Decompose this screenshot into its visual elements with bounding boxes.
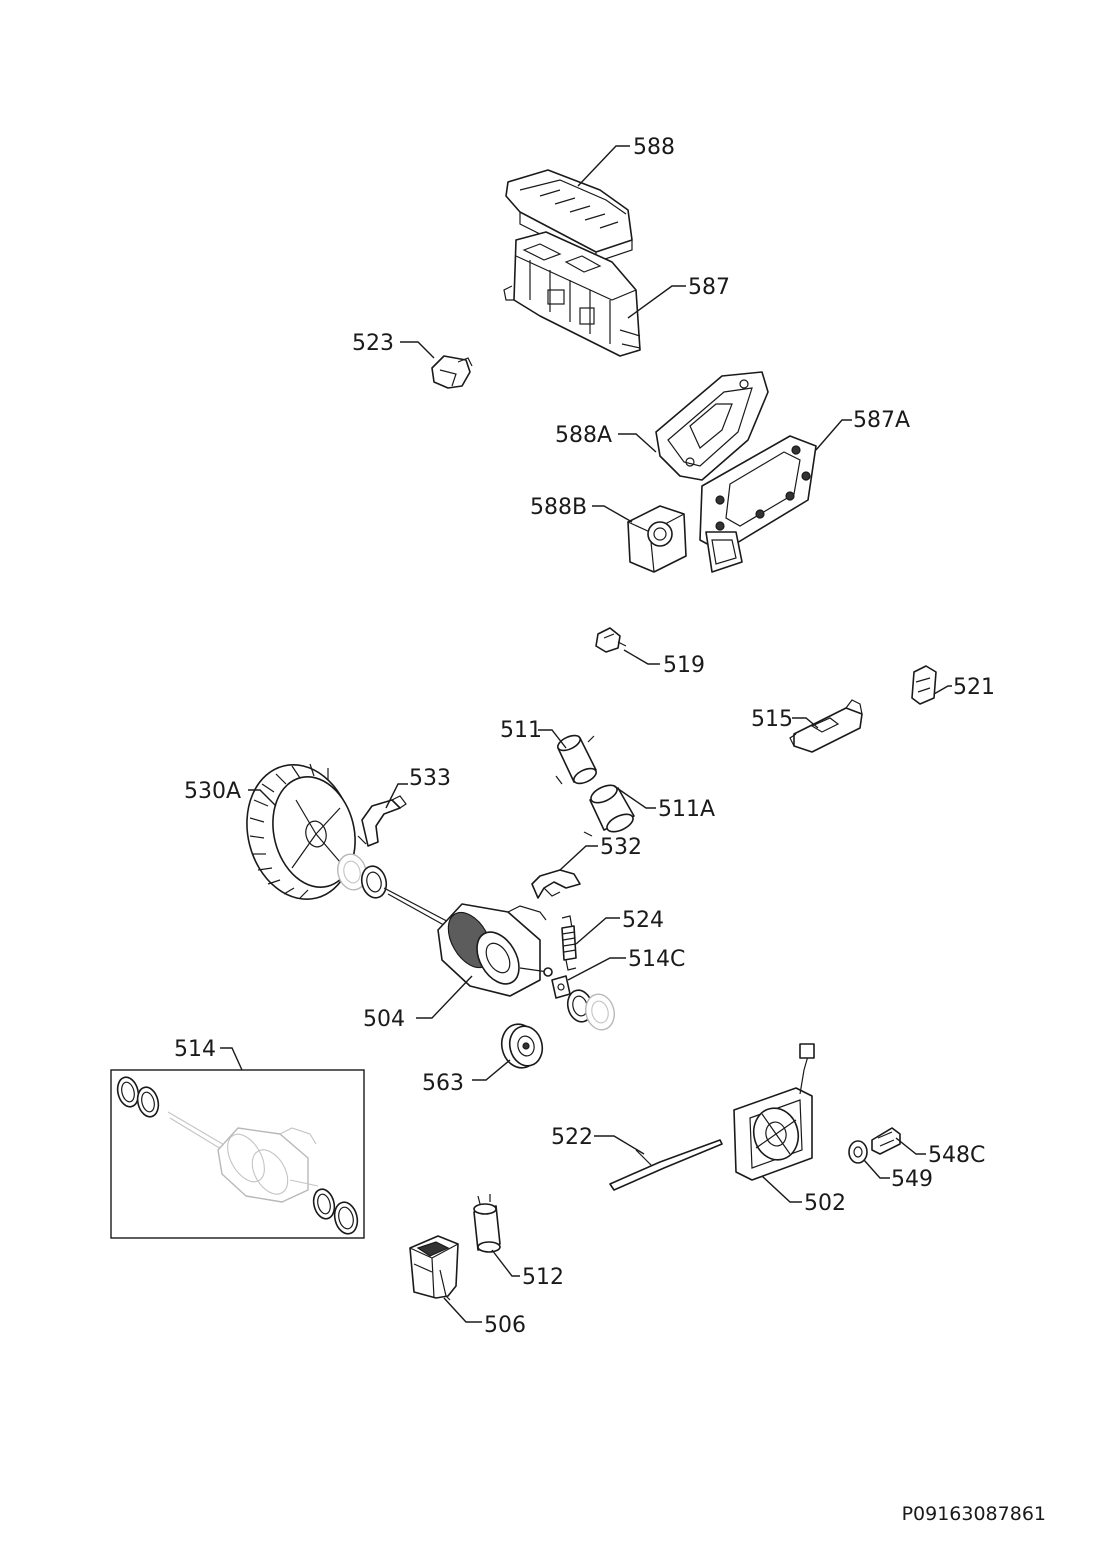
leader-588A	[618, 433, 657, 453]
part-588B-selector-unit	[627, 505, 687, 573]
leader-588	[577, 145, 630, 187]
label-524: 524	[622, 908, 664, 933]
leader-521	[933, 685, 952, 695]
label-521: 521	[953, 675, 995, 700]
part-549-nut	[848, 1140, 868, 1164]
label-530A: 530A	[184, 779, 241, 804]
label-548C: 548C	[928, 1143, 985, 1168]
leader-587	[627, 285, 686, 319]
label-514: 514	[174, 1037, 216, 1062]
part-502-cooling-fan	[733, 1043, 815, 1181]
label-588A: 588A	[555, 423, 612, 448]
leader-587A	[815, 419, 852, 451]
leader-519	[623, 649, 660, 665]
leader-523	[400, 341, 435, 359]
part-514C-washer	[551, 975, 571, 999]
leader-502	[761, 1175, 802, 1203]
part-563-pulley	[500, 1023, 544, 1069]
leader-512	[491, 1249, 520, 1277]
part-523-clip	[431, 355, 473, 389]
label-588: 588	[633, 135, 675, 160]
leader-504	[416, 975, 473, 1019]
label-512: 512	[522, 1265, 564, 1290]
label-588B: 588B	[530, 495, 587, 520]
part-514-motor-kit	[116, 1076, 359, 1235]
label-522: 522	[551, 1125, 593, 1150]
part-519-sensor	[595, 627, 627, 653]
part-511-capacitor	[555, 734, 597, 785]
leader-515	[792, 717, 819, 729]
part-532-cover	[531, 869, 581, 899]
label-533: 533	[409, 766, 451, 791]
leader-548C	[895, 1137, 926, 1155]
part-bearing-pair-left	[337, 853, 388, 899]
part-506-pump-unit	[409, 1235, 459, 1301]
leader-514	[220, 1047, 243, 1071]
label-563: 563	[422, 1071, 464, 1096]
leader-533	[385, 783, 408, 809]
leader-511	[538, 729, 567, 749]
part-512-suppressor	[473, 1194, 501, 1253]
part-530A-fan-impeller	[246, 763, 356, 900]
part-588A-frame	[655, 371, 769, 481]
label-523: 523	[352, 331, 394, 356]
label-587: 587	[688, 275, 730, 300]
leader-532	[559, 845, 598, 871]
label-519: 519	[663, 653, 705, 678]
label-511A: 511A	[658, 797, 715, 822]
label-502: 502	[804, 1191, 846, 1216]
label-515: 515	[751, 707, 793, 732]
part-511A-capacitor	[583, 784, 635, 837]
part-504-motor	[383, 887, 553, 997]
part-548C-connector	[871, 1127, 901, 1155]
label-504: 504	[363, 1007, 405, 1032]
leader-514C	[567, 957, 626, 981]
leader-522	[594, 1135, 645, 1155]
part-587A-display-board	[699, 435, 817, 573]
part-533-bracket	[357, 795, 407, 847]
part-521-switch	[911, 665, 937, 705]
leader-563	[472, 1059, 511, 1081]
part-524-spring	[561, 915, 577, 971]
leader-511A	[613, 785, 656, 809]
label-506: 506	[484, 1313, 526, 1338]
label-514C: 514C	[628, 947, 685, 972]
leader-506	[443, 1297, 482, 1323]
label-511: 511	[500, 718, 542, 743]
leader-530A	[248, 789, 277, 807]
leader-524	[575, 917, 620, 945]
part-522-strip	[609, 1139, 723, 1191]
kit-514-frame	[110, 1069, 365, 1239]
part-bearing-pair-right	[566, 989, 615, 1031]
part-587-control-module	[503, 231, 641, 357]
label-549: 549	[891, 1167, 933, 1192]
label-587A: 587A	[853, 408, 910, 433]
document-code: P09163087861	[902, 1503, 1046, 1525]
part-515-connector	[789, 699, 863, 753]
leader-588B	[592, 505, 633, 523]
label-532: 532	[600, 835, 642, 860]
leader-549	[863, 1159, 890, 1179]
